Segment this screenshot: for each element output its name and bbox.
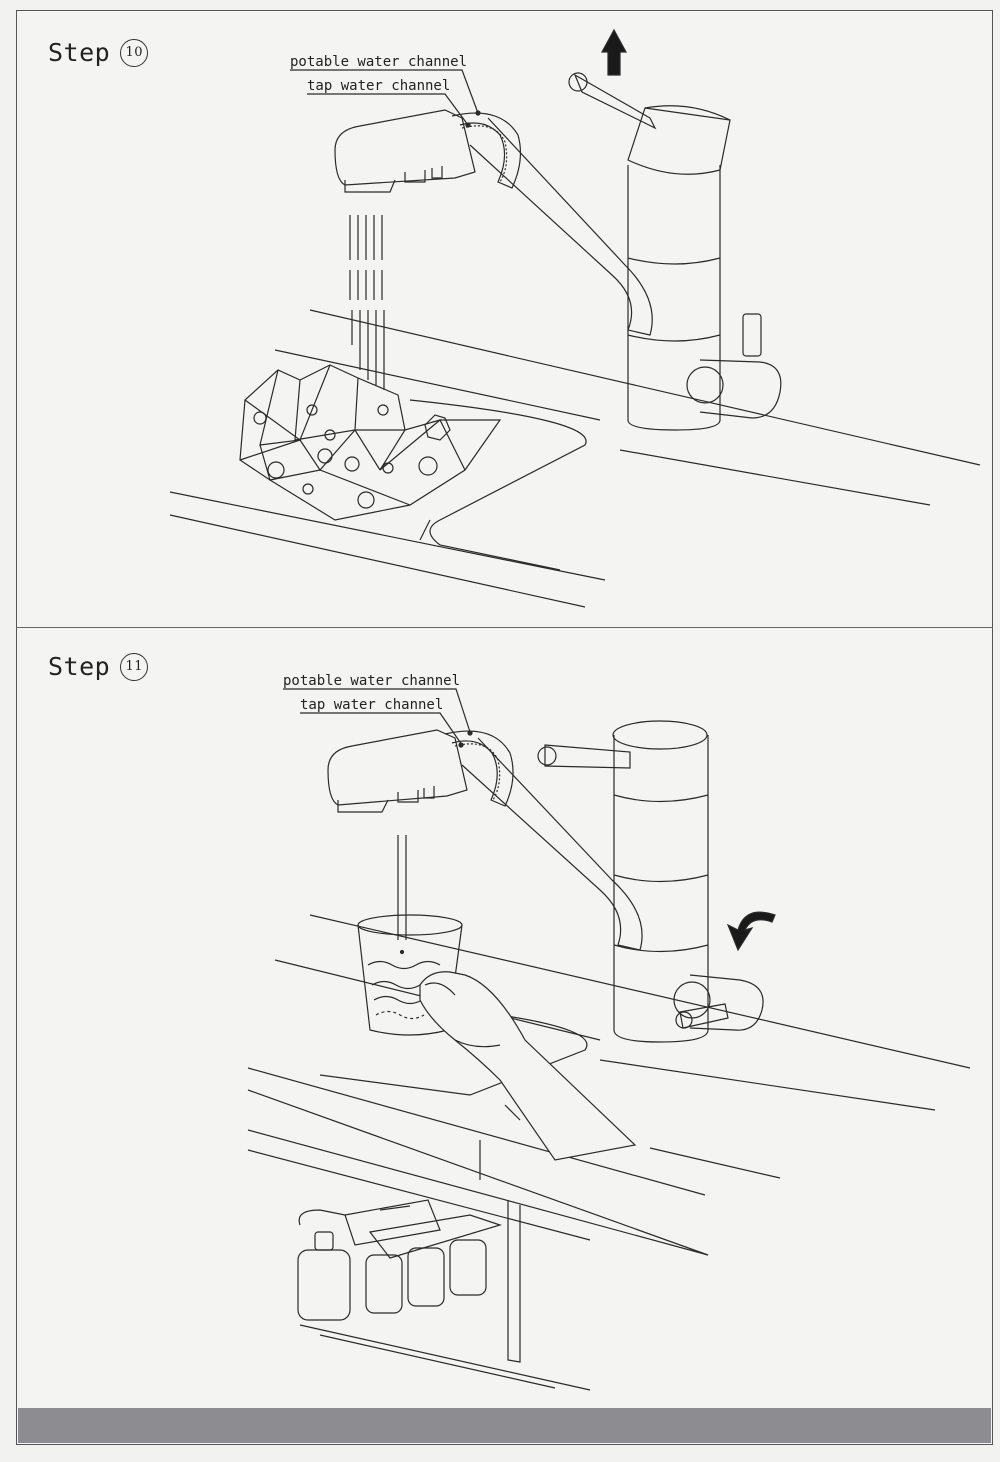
faucet-body-11 bbox=[614, 735, 708, 1042]
potable-leader-line-10 bbox=[290, 70, 478, 113]
step-11-title: Step bbox=[48, 652, 111, 681]
step-10-potable-label: potable water channel bbox=[290, 54, 468, 70]
spout-arm-11 bbox=[462, 738, 642, 950]
spray-head-10 bbox=[335, 110, 475, 185]
step-10-number: 10 bbox=[120, 38, 149, 67]
step-10-heading: Step 10 bbox=[48, 38, 149, 67]
side-knob-10 bbox=[743, 314, 761, 356]
step-divider bbox=[16, 627, 993, 628]
rotate-arrow-icon bbox=[728, 912, 775, 950]
spray-head-11 bbox=[328, 730, 467, 805]
up-arrow-icon bbox=[602, 30, 626, 75]
step-10-illustration bbox=[170, 30, 980, 607]
filter-system-illustration bbox=[298, 1200, 500, 1320]
step-10-tap-label: tap water channel bbox=[307, 78, 451, 94]
step-11-illustration bbox=[248, 689, 970, 1390]
vegetables-illustration-10 bbox=[240, 365, 500, 520]
potable-leader-line-11 bbox=[283, 689, 470, 732]
step-10-title: Step bbox=[48, 38, 111, 67]
step-11-potable-label: potable water channel bbox=[283, 673, 461, 689]
step-11-tap-label: tap water channel bbox=[300, 697, 444, 713]
step-11-heading: Step 11 bbox=[48, 652, 149, 681]
footer-bar bbox=[18, 1408, 991, 1443]
hand-illustration bbox=[420, 972, 635, 1160]
water-stream-10 bbox=[350, 215, 384, 390]
faucet-body-10 bbox=[628, 165, 720, 430]
spout-arm-10 bbox=[470, 118, 652, 335]
tap-leader-line-11 bbox=[300, 713, 462, 745]
step-11-number: 11 bbox=[120, 652, 149, 681]
manual-page-frame bbox=[16, 10, 993, 1445]
